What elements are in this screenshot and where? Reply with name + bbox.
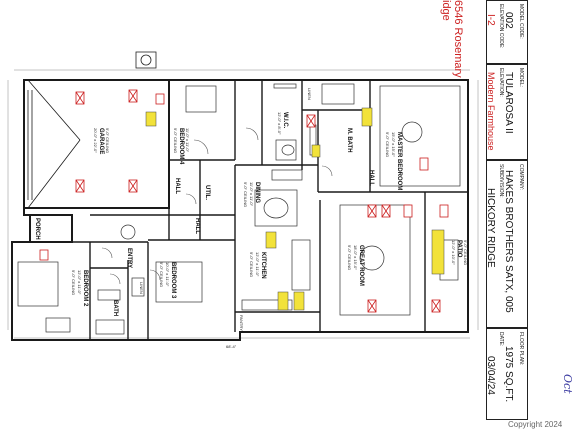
room-garage-dims: 20'-0" x 22'-0" <box>93 128 98 153</box>
subdivision-value: HICKORY RIDGE <box>485 188 496 268</box>
title-cell-model <box>486 64 528 160</box>
room-bedroom3-ceiling: 9'-0" CEILING <box>159 262 164 287</box>
room-kitchen-dims: 12'-0" x 11'-0" <box>255 252 260 277</box>
subdivision-label: SUBDIVISION: <box>498 164 504 198</box>
room-entry-label: ENTRY <box>126 248 132 268</box>
room-bedroom4-ceiling: 9'-0" CEILING <box>173 128 178 153</box>
room-bedroom3-label: BEDROOM 3 <box>170 262 176 299</box>
elevation-code-label: ELEVATION CODE: <box>498 4 504 49</box>
elevation-code-value: I-2 <box>485 14 496 26</box>
room-pantry-label: PANTRY <box>239 315 244 331</box>
address-text-2: idge <box>440 0 452 21</box>
room-master-label: MASTER BEDROOM <box>396 132 402 190</box>
room-bedroom4-dims: 11'-0" x 11'-0" <box>185 128 190 153</box>
model-code-label: MODEL CODE: <box>518 4 524 39</box>
model-label: MODEL: <box>518 68 524 88</box>
room-hall3-label: HALL <box>368 170 374 186</box>
room-bedroom3-dims: 10'-0" x 11'-0" <box>165 262 170 287</box>
room-linen-mid-label: LINEN <box>139 282 144 294</box>
room-dining-label: DINING <box>254 182 260 203</box>
room-dining-dims: 11'-0" x 11'-0" <box>249 182 254 207</box>
room-wic-dims: 12'-0" x 8'-0" <box>277 112 282 135</box>
room-linen-top-label: LINEN <box>307 88 312 100</box>
room-bedroom4-label: BEDROOM 4 <box>178 128 184 165</box>
elevation-label: ELEVATION: <box>498 68 504 97</box>
model-value: TULAROSA II <box>503 72 514 134</box>
room-great-room-dims: 18'-0" x 15'-0" <box>353 245 358 270</box>
date-value: 03/04/24 <box>485 356 496 395</box>
room-hall1-label: HALL <box>174 178 180 194</box>
model-code-value: 002 <box>503 12 514 29</box>
room-bath-label: BATH <box>112 300 118 316</box>
title-cell-company <box>486 160 528 328</box>
room-kitchen-label: KITCHEN <box>260 252 266 279</box>
elevation-value: Modern Farmhouse <box>486 72 496 151</box>
room-dining-ceiling: 9'-0" CEILING <box>243 182 248 207</box>
room-bedroom2-ceiling: 9'-0" CEILING <box>71 270 76 295</box>
room-util-label: UTIL. <box>204 185 210 200</box>
room-master-ceiling: 9'-0" CEILING <box>385 132 390 157</box>
floor-plan-value: 1975 SQ.FT. <box>503 346 514 403</box>
room-garage-label: GARAGE <box>98 128 104 154</box>
copyright-text: Copyright 2024 <box>508 420 563 429</box>
title-cell-model-code <box>486 0 528 64</box>
room-wic-label: W.I.C. <box>282 112 288 129</box>
company-label: COMPANY: <box>518 164 524 191</box>
company-value: HAKES BROTHERS SATX, 005 <box>503 170 514 313</box>
address-text: 6546 Rosemary <box>452 0 464 78</box>
room-patio-dims: 12'-0" x 10'-0" <box>451 240 456 265</box>
room-bedroom2-dims: 12'-0" x 11'-0" <box>77 270 82 295</box>
room-great-room-label: GREAT ROOM <box>358 245 364 286</box>
room-mbath-label: M. BATH <box>346 128 352 153</box>
date-label: DATE: <box>498 332 504 347</box>
overall-dimension: 68'-4" <box>226 344 237 349</box>
room-patio-ceiling: 9'-0" CEILING <box>463 240 468 265</box>
room-kitchen-ceiling: 9'-0" CEILING <box>249 252 254 277</box>
floor-plan-label: FLOOR PLAN: <box>518 332 524 366</box>
room-bedroom2-label: BEDROOM 2 <box>82 270 88 307</box>
room-master-dims: 15'-0" x 15'-0" <box>391 132 396 157</box>
room-garage-ceiling: 9'-0" CEILING <box>105 128 110 153</box>
room-patio-label: PATIO <box>456 240 462 258</box>
room-porch-label: PORCH <box>34 218 40 240</box>
handwritten-note: Oct <box>561 374 574 394</box>
room-great-room-ceiling: 9'-0" CEILING <box>347 245 352 270</box>
room-hall2-label: HALL <box>194 218 200 234</box>
title-cell-floor-plan <box>486 328 528 420</box>
